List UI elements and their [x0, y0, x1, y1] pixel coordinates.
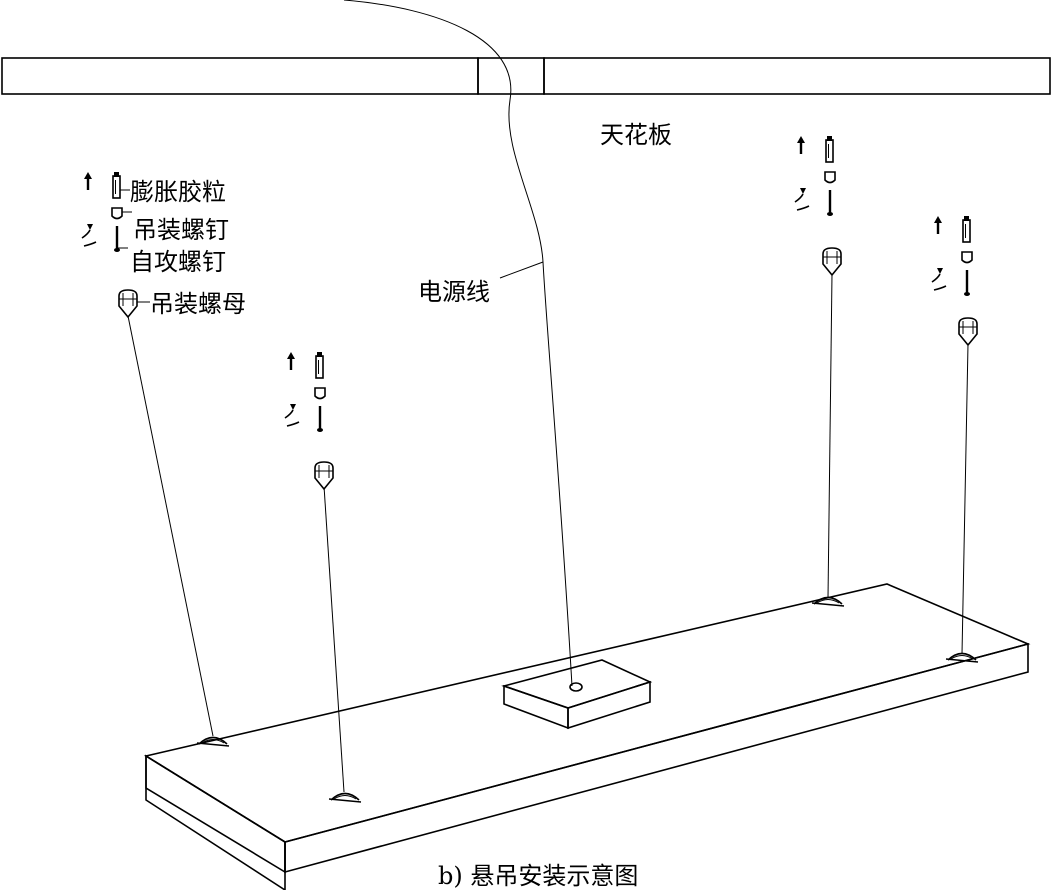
expansion-anchor-icon: [82, 170, 122, 200]
self-tapping-screw-icon: [930, 266, 972, 298]
figure-caption: b) 悬吊安装示意图: [438, 862, 638, 890]
self-tapping-screw-icon: [80, 222, 122, 254]
expansion-anchor-label: 膨胀胶粒: [130, 178, 226, 206]
hanging-nut-label: 吊装螺母: [150, 290, 246, 318]
hanging-screw-icon: [111, 207, 123, 220]
suspension-clip-icon: [328, 792, 362, 803]
suspension-wires: [127, 273, 969, 793]
hanging-screw-icon: [314, 387, 326, 400]
expansion-anchor-icon: [932, 214, 972, 244]
hardware-stack-left-labeled: [80, 170, 132, 254]
hanging-screw-label: 吊装螺钉: [133, 216, 229, 244]
hardware-stack-right-inner: [793, 134, 836, 218]
power-cord-label: 电源线: [418, 278, 490, 306]
junction-box: [501, 659, 653, 730]
ceiling-label: 天花板: [600, 121, 672, 149]
suspension-clip-icon: [811, 596, 845, 607]
hardware-stack-left-inner: [283, 350, 326, 434]
ceiling-board: [1, 57, 1051, 95]
hanging-nut-icon: [822, 247, 842, 276]
self-tapping-screw-icon: [283, 402, 325, 434]
hanging-screw-icon: [824, 171, 836, 184]
expansion-anchor-icon: [285, 350, 325, 380]
self-tapping-screw-icon: [793, 186, 835, 218]
light-fixture: [143, 583, 1031, 890]
hanging-screw-icon: [961, 251, 973, 264]
hanging-nut-icon: [958, 317, 978, 346]
hardware-stack-right-outer: [930, 214, 973, 298]
expansion-anchor-icon: [795, 134, 835, 164]
suspension-clip-icon: [196, 736, 230, 747]
power-cord: [343, 0, 573, 687]
self-tapping-screw-label: 自攻螺钉: [130, 248, 226, 276]
suspension-clip-icon: [945, 652, 979, 663]
hanging-nut-icon: [118, 289, 138, 318]
hanging-nut-icon: [314, 461, 334, 490]
power-cord-leader: [499, 261, 544, 279]
